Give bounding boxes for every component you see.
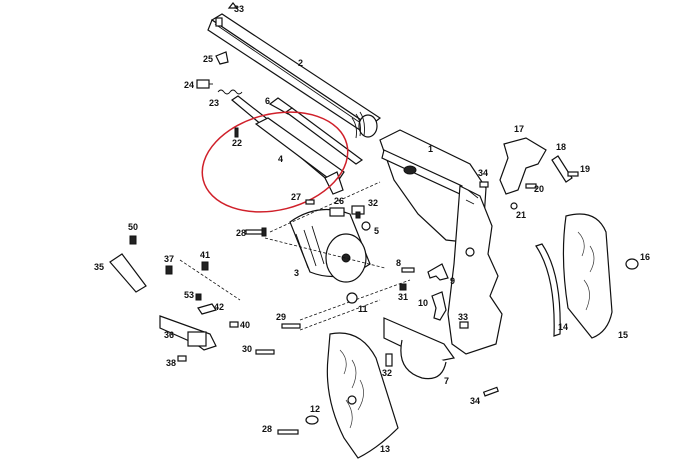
screw-part-43a: [229, 321, 239, 328]
washer-part-12: [305, 415, 319, 425]
label-8: 8: [396, 258, 401, 268]
label-42: 37: [164, 254, 174, 264]
label-37: 33: [234, 4, 244, 14]
label-12: 12: [310, 404, 320, 414]
screw-part-50: [129, 235, 137, 245]
screw-part-28: [245, 227, 267, 237]
label-43-left: 38: [166, 358, 176, 368]
label-53: 53: [184, 290, 194, 300]
washer-part-16: [625, 258, 639, 270]
label-10: 10: [418, 298, 428, 308]
trigger-spring-part-18: [551, 155, 573, 183]
label-13: 13: [380, 444, 390, 454]
label-26: 26: [334, 196, 344, 206]
screw-part-21: [510, 202, 518, 210]
label-6: 6: [265, 96, 270, 106]
spring-part-49: [197, 303, 217, 315]
label-34: 32: [382, 368, 392, 378]
label-17: 17: [514, 124, 524, 134]
label-9: 9: [450, 276, 455, 286]
label-14: 14: [558, 322, 568, 332]
screw-part-31: [277, 429, 299, 435]
screw-part-42: [165, 265, 173, 275]
screw-part-48: [201, 261, 209, 271]
label-36: 34: [470, 396, 480, 406]
label-11: 11: [358, 304, 368, 314]
label-48: 41: [200, 250, 210, 260]
label-16: 16: [640, 252, 650, 262]
screw-part-43b: [177, 355, 187, 362]
part-9: [427, 263, 449, 281]
label-5: 5: [374, 226, 379, 236]
rammer-rod-part: [268, 97, 364, 165]
grip-panel-part-15: [562, 213, 613, 339]
label-7: 7: [444, 376, 449, 386]
label-23: 23: [209, 98, 219, 108]
pin-part-22: [234, 127, 239, 138]
label-2: 2: [298, 58, 303, 68]
wedge-part: [215, 51, 229, 65]
label-27: 27: [291, 192, 301, 202]
label-20: 20: [534, 184, 544, 194]
screw-part-29: [281, 323, 301, 329]
label-3: 3: [294, 268, 299, 278]
front-sight-part: [227, 2, 239, 9]
part-labels: 33 2 25 24 23 6 22 4 27 1 34 17 18 19 20…: [94, 4, 650, 454]
label-1: 1: [428, 144, 433, 154]
pin-part-20: [525, 183, 537, 189]
label-31: 28: [262, 424, 272, 434]
cylinder-part: [289, 208, 371, 283]
label-15: 15: [618, 330, 628, 340]
frame-part: [379, 129, 503, 355]
label-21: 21: [516, 210, 526, 220]
grip-panel-part-13: [326, 332, 399, 459]
trigger-guard-part: [383, 317, 456, 380]
label-24: 24: [184, 80, 194, 90]
part-26: [329, 207, 345, 217]
label-19: 19: [580, 164, 590, 174]
label-38: 34: [478, 168, 488, 178]
label-49: 42: [214, 302, 224, 312]
label-41: 36: [164, 330, 174, 340]
screw-part-24: [196, 79, 213, 89]
latch-part-27: [305, 199, 315, 205]
label-50: 50: [128, 222, 138, 232]
grip-strap-part-14: [535, 243, 561, 337]
screw-part-35: [459, 321, 469, 329]
part-41: [159, 315, 217, 351]
screw-part-38: [479, 181, 489, 188]
part-53: [195, 293, 202, 301]
label-30: 30: [242, 344, 252, 354]
label-29: 29: [276, 312, 286, 322]
spring-part-23: [217, 89, 243, 95]
highlight-circle: [201, 111, 349, 213]
label-43-right: 40: [240, 320, 250, 330]
barrel-part: [207, 13, 382, 139]
label-4: 4: [278, 154, 283, 164]
screw-part-19: [567, 171, 579, 177]
screw-part-34: [385, 353, 393, 367]
part-33: [399, 283, 407, 291]
part-40: [109, 253, 147, 293]
screw-part-36: [482, 386, 499, 397]
label-33: 31: [398, 292, 408, 302]
label-22: 22: [232, 138, 242, 148]
hammer-part: [499, 137, 547, 195]
part-32: [351, 205, 365, 219]
trigger-part-10: [431, 291, 447, 321]
label-35: 33: [458, 312, 468, 322]
label-28: 28: [236, 228, 246, 238]
label-40: 35: [94, 262, 104, 272]
part-8: [401, 267, 415, 273]
screw-part-30: [255, 349, 275, 355]
part-11: [346, 292, 358, 304]
label-32: 32: [368, 198, 378, 208]
part-5: [361, 221, 371, 231]
label-25: 25: [203, 54, 213, 64]
label-18: 18: [556, 142, 566, 152]
